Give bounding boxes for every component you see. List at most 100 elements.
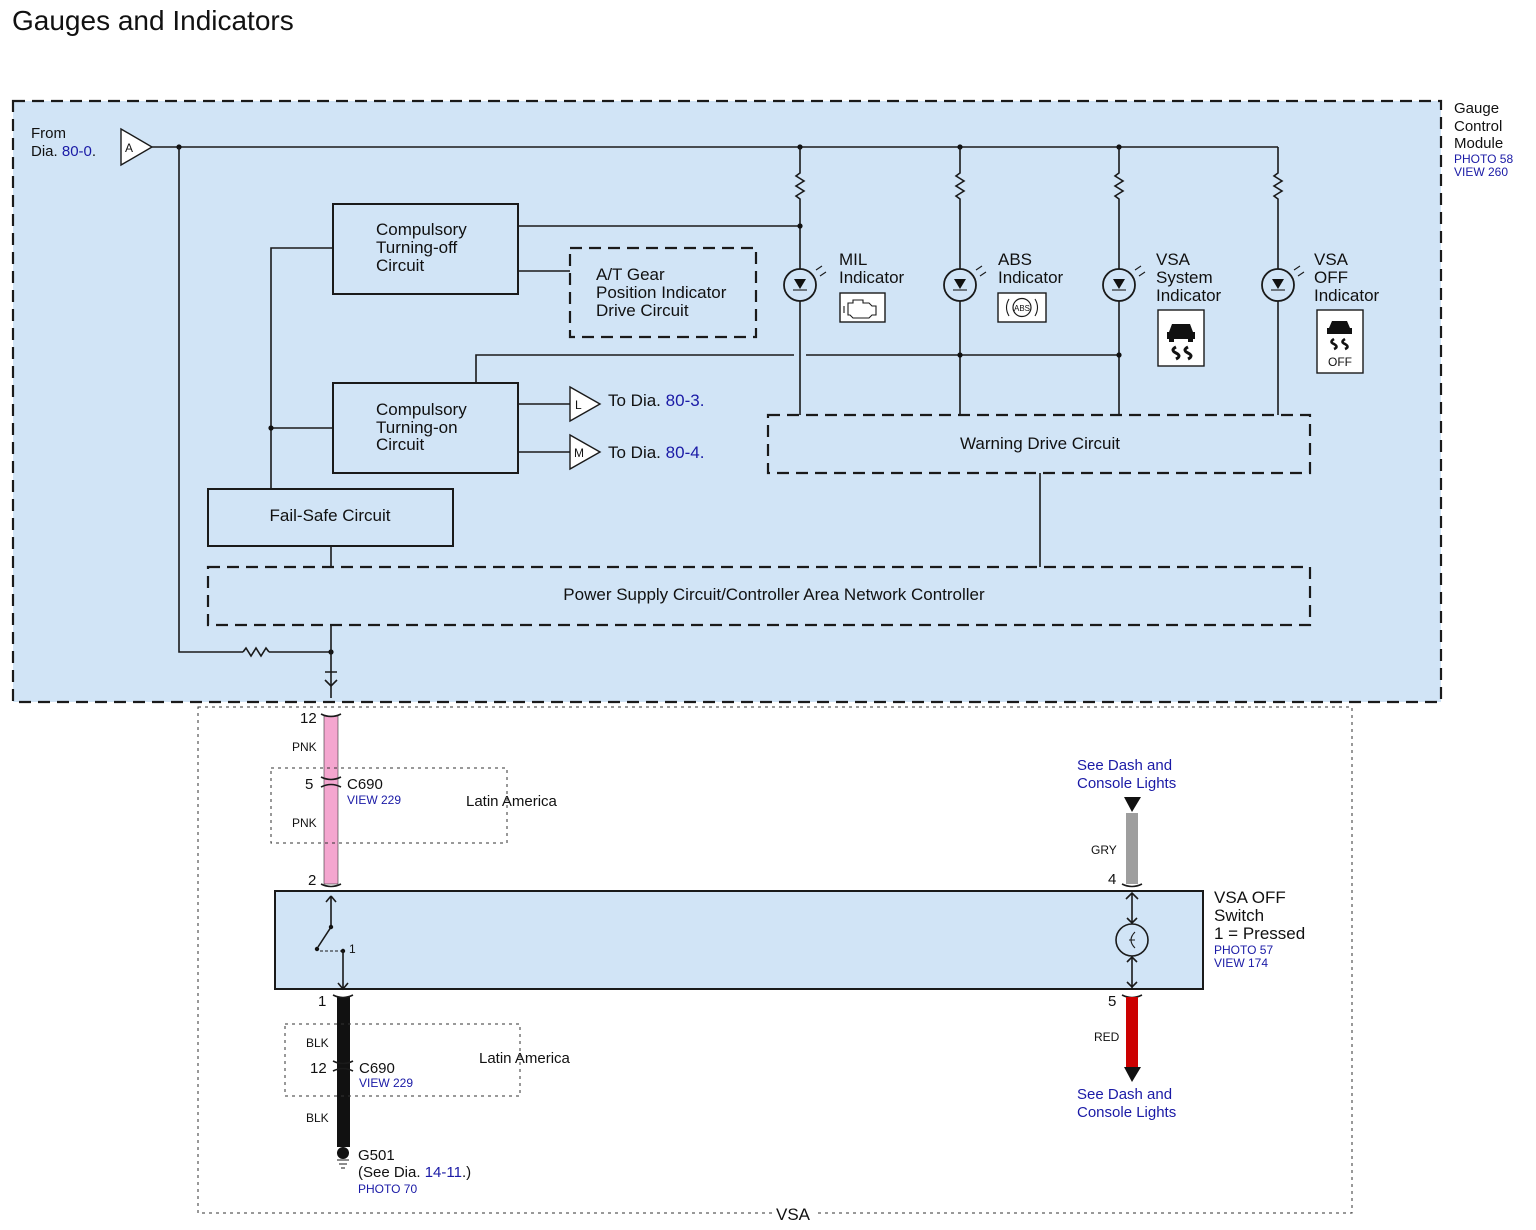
ground-icon xyxy=(337,1147,349,1169)
svg-text:Gauge: Gauge xyxy=(1454,100,1499,117)
latin-america-label-bottom: Latin America xyxy=(479,1050,571,1067)
svg-text:Compulsory: Compulsory xyxy=(376,220,467,239)
module-label: Gauge Control Module PHOTO 58 VIEW 260 xyxy=(1454,100,1513,179)
vsa-section-box xyxy=(197,706,1353,1214)
turning-on-circuit-label: Compulsory Turning-on Circuit xyxy=(376,400,467,454)
latin-america-label-top: Latin America xyxy=(466,793,558,810)
vsa-icon xyxy=(1157,309,1205,367)
connector-a-triangle: A xyxy=(120,127,154,167)
warning-drive-circuit-label: Warning Drive Circuit xyxy=(960,434,1120,453)
vsa-off-switch-box xyxy=(274,890,1204,990)
latin-america-box-top xyxy=(270,767,508,844)
svg-text:Indicator: Indicator xyxy=(1156,286,1222,305)
indicator-vsa-off-label: VSA OFF Indicator xyxy=(1314,250,1380,305)
switch-pin-2-label: 2 xyxy=(308,872,316,889)
switch-contact-icon: 1 xyxy=(314,895,356,991)
dia-80-3-link: 80-3 xyxy=(666,391,700,410)
wire-pnk-label: PNK xyxy=(292,740,317,754)
svg-text:1: 1 xyxy=(349,942,356,956)
ground-g501-label: G501 (See Dia. 14-11.) PHOTO 70 xyxy=(358,1147,471,1196)
svg-text:MIL: MIL xyxy=(839,250,867,269)
module-view-ref: VIEW 260 xyxy=(1454,165,1508,179)
left-feed-wire xyxy=(178,147,243,653)
vsa-section-label: VSA xyxy=(776,1205,811,1224)
svg-text:Position Indicator: Position Indicator xyxy=(596,283,727,302)
switch-photo-ref: PHOTO 57 xyxy=(1214,943,1273,957)
svg-text:A/T Gear: A/T Gear xyxy=(596,265,665,284)
fail-safe-circuit-label: Fail-Safe Circuit xyxy=(270,506,391,525)
to-dia-80-3-label: To Dia. 80-3. xyxy=(608,391,704,410)
svg-text:Circuit: Circuit xyxy=(376,256,424,275)
svg-text:Compulsory: Compulsory xyxy=(376,400,467,419)
dia-14-11-link: 14-11 xyxy=(425,1164,462,1181)
c690-bottom-view: VIEW 229 xyxy=(359,1076,413,1090)
indicator-resistors xyxy=(794,147,1284,415)
indicator-abs-label: ABS Indicator xyxy=(998,250,1064,287)
vsa-off-switch-label: VSA OFF Switch 1 = Pressed PHOTO 57 VIEW… xyxy=(1214,888,1305,970)
svg-text:M: M xyxy=(574,446,584,460)
blk-wire xyxy=(337,997,350,1147)
switch-lamp-icon xyxy=(1115,891,1149,989)
svg-text:VSA OFF: VSA OFF xyxy=(1214,888,1286,907)
indicator-vsa-system-label: VSA System Indicator xyxy=(1156,250,1222,305)
vsa-led-icon xyxy=(1102,265,1146,302)
connector-m-triangle: M xyxy=(569,433,602,471)
dia-80-4-link: 80-4 xyxy=(666,443,700,462)
svg-text:Indicator: Indicator xyxy=(1314,286,1380,305)
arrow-down-bottom-icon xyxy=(1124,1067,1141,1082)
mil-led-icon xyxy=(783,265,827,302)
wire-gry-label: GRY xyxy=(1091,843,1117,857)
svg-text:Turning-off: Turning-off xyxy=(376,238,458,257)
switch-pin-5-label: 5 xyxy=(1108,993,1116,1010)
svg-text:Console Lights: Console Lights xyxy=(1077,1104,1176,1121)
svg-text:Switch: Switch xyxy=(1214,906,1264,925)
svg-text:Module: Module xyxy=(1454,135,1503,152)
c690-bottom-connector-icon xyxy=(332,1060,354,1072)
power-supply-circuit-label: Power Supply Circuit/Controller Area Net… xyxy=(563,585,985,604)
arrow-down-top-icon xyxy=(1124,797,1141,812)
svg-text:Circuit: Circuit xyxy=(376,435,424,454)
switch-pin-4-label: 4 xyxy=(1108,871,1116,888)
page-title: Gauges and Indicators xyxy=(12,5,294,36)
svg-text:L: L xyxy=(575,398,582,412)
vsa-off-icon: OFF xyxy=(1316,309,1364,374)
see-dash-top-label: See Dash and Console Lights xyxy=(1077,757,1176,792)
vsa-off-led-icon xyxy=(1261,265,1305,302)
wire-red-label: RED xyxy=(1094,1030,1120,1044)
wire-pnk-lower-label: PNK xyxy=(292,816,317,830)
svg-text:(See Dia. 14-11.): (See Dia. 14-11.) xyxy=(358,1164,471,1181)
switch-view-ref: VIEW 174 xyxy=(1214,956,1268,970)
svg-text:Console Lights: Console Lights xyxy=(1077,775,1176,792)
turning-on-circuit-box xyxy=(332,382,519,474)
c690-pin-5-label: 5 xyxy=(305,776,313,793)
svg-text:ABS: ABS xyxy=(1014,304,1030,313)
c690-top-view: VIEW 229 xyxy=(347,793,401,807)
svg-text:See Dash and: See Dash and xyxy=(1077,757,1172,774)
svg-text:OFF: OFF xyxy=(1314,268,1348,287)
ground-photo-ref: PHOTO 70 xyxy=(358,1182,417,1196)
wire-blk-lower-label: BLK xyxy=(306,1111,329,1125)
svg-text:A: A xyxy=(125,141,133,155)
check-engine-icon xyxy=(839,292,886,323)
wire-blk-label: BLK xyxy=(306,1036,329,1050)
c690-top-connector-icon xyxy=(320,776,342,788)
svg-text:ABS: ABS xyxy=(998,250,1032,269)
fail-safe-circuit-box xyxy=(207,488,454,547)
turning-off-circuit-label: Compulsory Turning-off Circuit xyxy=(376,220,467,275)
see-dash-bottom-label: See Dash and Console Lights xyxy=(1077,1086,1176,1121)
switch-pin-1-label: 1 xyxy=(318,993,326,1010)
svg-text:Turning-on: Turning-on xyxy=(376,418,458,437)
warning-drive-circuit-box xyxy=(766,413,1312,475)
svg-text:VSA: VSA xyxy=(1314,250,1349,269)
svg-text:OFF: OFF xyxy=(1328,355,1352,369)
at-gear-circuit-box xyxy=(568,246,758,339)
from-dia-label: From Dia. 80-0. xyxy=(31,125,96,160)
svg-text:G501: G501 xyxy=(358,1147,395,1164)
svg-text:Control: Control xyxy=(1454,118,1502,135)
svg-text:VSA: VSA xyxy=(1156,250,1191,269)
resistor-symbol xyxy=(242,646,270,658)
from-dia-link: 80-0 xyxy=(62,143,92,160)
turning-off-circuit-box xyxy=(332,203,519,295)
svg-text:Dia. 80-0.: Dia. 80-0. xyxy=(31,143,96,160)
